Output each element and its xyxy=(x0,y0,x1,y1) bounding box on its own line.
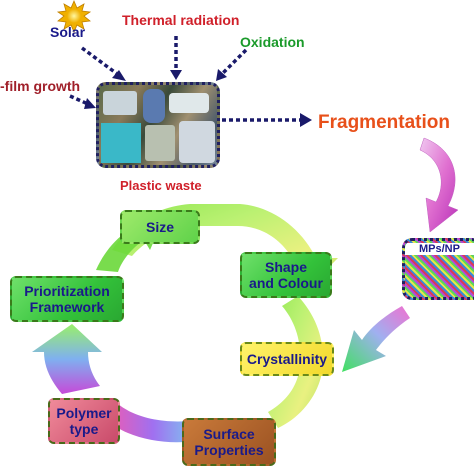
box-prioritization-framework: Prioritization Framework xyxy=(10,276,124,322)
plastic-waste-image xyxy=(96,82,220,168)
sun-icon xyxy=(56,0,92,34)
box-surface-properties: Surface Properties xyxy=(182,418,276,466)
dashed-arrow-fragmentation xyxy=(222,113,312,127)
box-polymer-type: Polymer type xyxy=(48,398,120,444)
fragmentation-label: Fragmentation xyxy=(318,112,450,133)
label-thermal-radiation: Thermal radiation xyxy=(122,12,240,28)
box-shape-colour: Shape and Colour xyxy=(240,252,332,298)
box-crystallinity: Crystallinity xyxy=(240,342,334,376)
curved-arrow-to-mps xyxy=(419,137,459,233)
box-polymer-label-line1: Polymer xyxy=(56,405,112,421)
box-size-label: Size xyxy=(145,219,174,235)
arrow-to-crystallinity xyxy=(342,306,410,372)
cycle-arc-bottom xyxy=(106,404,200,443)
box-size: Size xyxy=(120,210,200,244)
box-surface-label-line2: Properties xyxy=(194,442,264,458)
cycle-arc-right xyxy=(268,296,323,428)
box-prioritization-label-line1: Prioritization xyxy=(24,283,110,299)
dashed-arrow-thermal xyxy=(170,36,182,80)
label-solar: Solar xyxy=(50,24,86,40)
dashed-arrow-oxidation xyxy=(216,48,248,81)
label-film-growth: -film growth xyxy=(0,78,81,94)
box-polymer-label-line2: type xyxy=(69,421,99,437)
label-oxidation: Oxidation xyxy=(240,34,305,50)
box-shape-label-line1: Shape xyxy=(264,259,307,275)
mps-nps-image: MPs/NP xyxy=(402,238,474,300)
box-shape-label-line2: and Colour xyxy=(249,275,323,291)
box-crystallinity-label: Crystallinity xyxy=(246,351,328,367)
dashed-arrow-film-growth xyxy=(69,94,96,109)
mps-nps-label: MPs/NP xyxy=(405,243,474,255)
plastic-waste-caption: Plastic waste xyxy=(120,178,202,193)
cycle-arc-left xyxy=(32,324,102,394)
box-prioritization-label-line2: Framework xyxy=(29,299,105,315)
dashed-arrow-solar xyxy=(80,46,126,81)
box-surface-label-line1: Surface xyxy=(203,426,255,442)
